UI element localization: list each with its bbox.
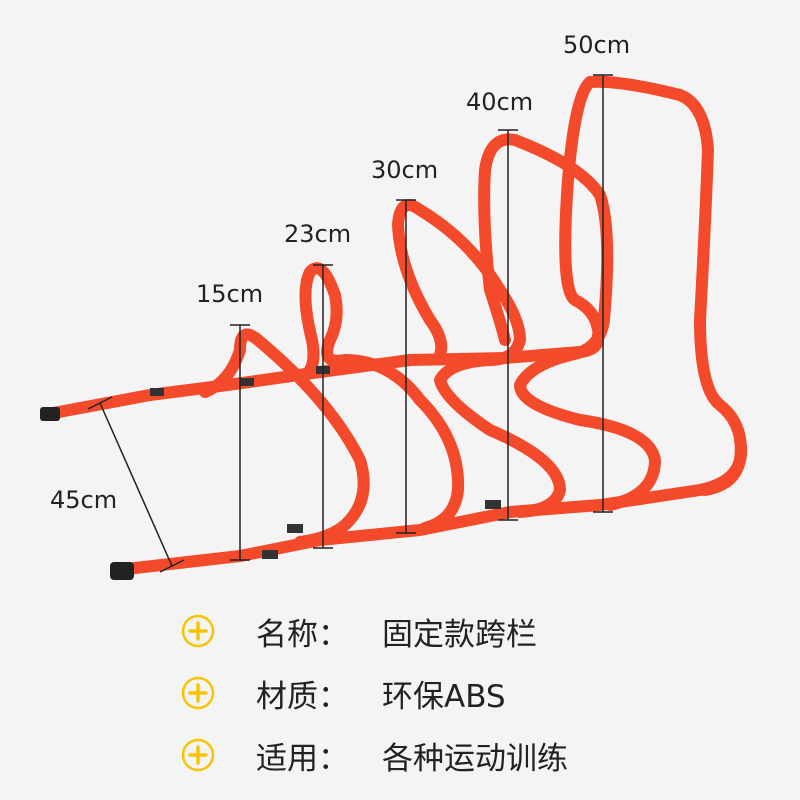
measure-tick <box>159 559 185 573</box>
plus-circle-icon <box>181 614 215 648</box>
spec-key: 名称： <box>256 616 349 653</box>
spec-row-name: 名称： 固定款跨栏 <box>180 600 740 662</box>
spec-row-usage: 适用： 各种运动训练 <box>180 724 740 786</box>
measure-tick <box>87 396 113 410</box>
joint-clip <box>485 500 501 509</box>
spec-value: 固定款跨栏 <box>382 616 537 653</box>
label-50cm: 50cm <box>563 31 630 59</box>
label-30cm: 30cm <box>371 156 438 184</box>
label-45cm: 45cm <box>50 486 117 514</box>
hurdle-50cm <box>559 75 747 496</box>
label-40cm: 40cm <box>466 88 533 116</box>
spec-value: 各种运动训练 <box>382 740 568 777</box>
foot-cap-back <box>40 407 60 421</box>
label-15cm: 15cm <box>196 280 263 308</box>
plus-circle-icon <box>181 676 215 710</box>
hurdle-30cm <box>392 199 566 518</box>
joint-clip <box>240 378 254 386</box>
joint-clip <box>287 524 303 533</box>
spec-row-material: 材质： 环保ABS <box>180 662 740 724</box>
joint-clip <box>262 550 278 559</box>
measure-line-45cm <box>99 402 173 567</box>
foot-cap-front <box>110 562 134 580</box>
joint-clip <box>150 388 164 396</box>
spec-key: 材质： <box>256 678 349 715</box>
hurdle-23cm <box>294 262 465 534</box>
plus-circle-icon <box>181 738 215 772</box>
spec-value: 环保ABS <box>382 678 506 715</box>
hurdle-40cm <box>478 133 661 511</box>
spec-key: 适用： <box>256 740 349 777</box>
front-rail <box>112 434 748 576</box>
measurement-lines <box>87 74 613 573</box>
spec-list: 名称： 固定款跨栏 材质： 环保ABS 适用： 各种运动训练 <box>180 600 740 786</box>
label-23cm: 23cm <box>284 220 351 248</box>
